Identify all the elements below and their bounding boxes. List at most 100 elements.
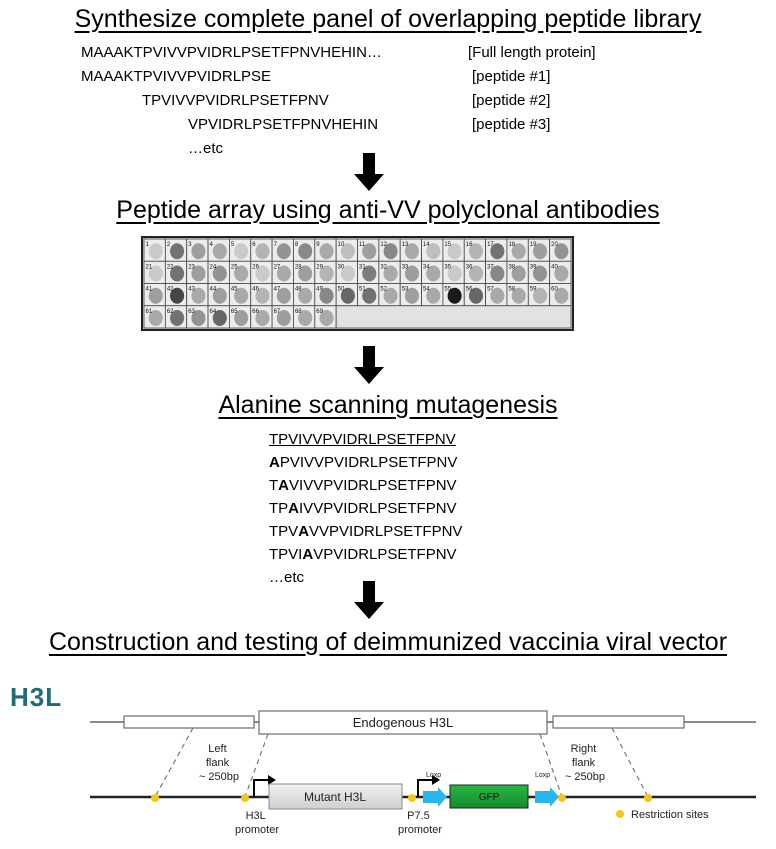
array-spot-number: 18 bbox=[508, 242, 515, 248]
array-spot bbox=[532, 265, 548, 282]
array-spot-number: 46 bbox=[252, 287, 259, 293]
array-spot-number: 6 bbox=[252, 242, 256, 248]
array-spot-number: 66 bbox=[252, 309, 259, 315]
array-spot-number: 67 bbox=[274, 309, 281, 315]
step4-heading: Construction and testing of deimmunized … bbox=[48, 628, 728, 656]
array-spot-number: 3 bbox=[188, 242, 192, 248]
mutant-h3l-label: Mutant H3L bbox=[304, 790, 366, 804]
restriction-site-icon bbox=[408, 794, 416, 802]
array-spot-number: 54 bbox=[423, 287, 430, 293]
array-spot bbox=[426, 243, 441, 260]
peptide2-seq: TPVIVVPVIDRLPSETFPNV bbox=[142, 92, 329, 109]
array-spot-number: 2 bbox=[167, 242, 171, 248]
array-spot-number: 36 bbox=[466, 264, 473, 270]
array-spot bbox=[340, 287, 355, 304]
array-spot-number: 37 bbox=[487, 264, 494, 270]
array-spot-number: 45 bbox=[231, 287, 238, 293]
array-spot bbox=[447, 243, 462, 260]
array-spot bbox=[276, 309, 291, 326]
array-spot-number: 29 bbox=[316, 264, 323, 270]
right-flank-box bbox=[552, 715, 685, 729]
peptide1-label: [peptide #1] bbox=[472, 68, 551, 85]
array-spot bbox=[212, 287, 227, 304]
loxp-label-2: Loxp bbox=[535, 772, 550, 779]
array-spot bbox=[234, 287, 249, 304]
array-spot-number: 55 bbox=[444, 287, 451, 293]
array-spot bbox=[276, 287, 291, 304]
array-spot bbox=[362, 243, 377, 260]
construct-diagram: Endogenous H3L Left flank ~ 250bp Right … bbox=[90, 710, 756, 836]
right-flank-label: Right flank ~ 250bp bbox=[565, 743, 605, 783]
array-spot-number: 13 bbox=[402, 242, 409, 248]
legend-restriction-sites-label: Restriction sites bbox=[631, 809, 709, 821]
array-empty-region bbox=[335, 305, 572, 329]
array-spot-number: 7 bbox=[274, 242, 278, 248]
array-spot-number: 48 bbox=[295, 287, 302, 293]
left-flank-label: Left flank ~ 250bp bbox=[199, 743, 239, 783]
array-spot-number: 64 bbox=[210, 309, 217, 315]
array-spot-number: 61 bbox=[146, 309, 153, 315]
array-spot-number: 25 bbox=[231, 264, 238, 270]
loxp-1-icon bbox=[423, 787, 447, 807]
array-spot-number: 63 bbox=[188, 309, 195, 315]
array-spot-number: 59 bbox=[530, 287, 537, 293]
array-spot-number: 28 bbox=[295, 264, 302, 270]
array-spot-number: 32 bbox=[380, 264, 387, 270]
h3l-promoter-arrow-icon bbox=[253, 779, 268, 797]
array-spot-number: 24 bbox=[210, 264, 217, 270]
array-spot bbox=[255, 265, 270, 282]
array-spot bbox=[362, 287, 377, 304]
left-flank-box bbox=[123, 715, 255, 729]
step2-heading: Peptide array using anti-VV polyclonal a… bbox=[116, 196, 660, 224]
array-spot bbox=[468, 243, 484, 260]
array-spot-number: 40 bbox=[551, 264, 558, 270]
array-spot-number: 60 bbox=[551, 287, 558, 293]
array-spot-number: 51 bbox=[359, 287, 366, 293]
array-spot bbox=[554, 265, 569, 282]
h3l-promoter-label: H3L promoter bbox=[235, 810, 279, 836]
array-spot-number: 35 bbox=[444, 264, 451, 270]
array-spot bbox=[383, 287, 398, 304]
array-spot bbox=[170, 287, 185, 304]
alanine-mutant-5: TPVIAVPVIDRLPSETFPNV bbox=[269, 546, 457, 563]
array-spot bbox=[511, 265, 526, 282]
array-spot bbox=[511, 287, 526, 304]
array-spot bbox=[404, 287, 419, 304]
array-spot bbox=[490, 265, 505, 282]
endogenous-h3l-label: Endogenous H3L bbox=[353, 715, 453, 730]
gfp-label: GFP bbox=[479, 792, 500, 803]
restriction-site-icon bbox=[558, 794, 566, 802]
peptide3-seq: VPVIDRLPSETFPNVHEHIN bbox=[188, 116, 379, 133]
step3-heading: Alanine scanning mutagenesis bbox=[218, 391, 558, 419]
array-spot-number: 11 bbox=[359, 242, 366, 248]
array-spot bbox=[490, 287, 505, 304]
full-protein-seq: MAAAKTPVIVVPVIDRLPSETFPNVHEHIN… bbox=[81, 44, 382, 61]
array-spot bbox=[511, 243, 526, 260]
array-spot-number: 43 bbox=[188, 287, 195, 293]
array-spot bbox=[490, 243, 505, 260]
array-spot-number: 14 bbox=[423, 242, 430, 248]
array-spot bbox=[298, 243, 313, 260]
array-spot bbox=[532, 287, 548, 304]
array-spot bbox=[191, 243, 206, 260]
array-spot-number: 30 bbox=[338, 264, 345, 270]
array-spot-number: 39 bbox=[530, 264, 537, 270]
array-spot-number: 1 bbox=[146, 242, 150, 248]
mutant-h3l-box bbox=[268, 783, 403, 810]
array-spot bbox=[298, 265, 313, 282]
array-spot-number: 68 bbox=[295, 309, 302, 315]
array-spot-number: 4 bbox=[210, 242, 214, 248]
array-spot bbox=[319, 309, 334, 326]
array-spot-number: 42 bbox=[167, 287, 174, 293]
array-spot bbox=[255, 287, 270, 304]
peptide1-seq: MAAAKTPVIVVPVIDRLPSE bbox=[81, 68, 272, 85]
alanine-mutant-2: TAVIVVPVIDRLPSETFPNV bbox=[269, 477, 457, 494]
array-spot-number: 27 bbox=[274, 264, 281, 270]
loxp-label-1: Loxp bbox=[426, 772, 441, 779]
array-spot bbox=[319, 265, 334, 282]
array-spot-number: 57 bbox=[487, 287, 494, 293]
array-spot-number: 56 bbox=[466, 287, 473, 293]
array-spot bbox=[212, 265, 227, 282]
down-arrow-icon bbox=[354, 153, 384, 191]
array-spot bbox=[191, 309, 206, 326]
